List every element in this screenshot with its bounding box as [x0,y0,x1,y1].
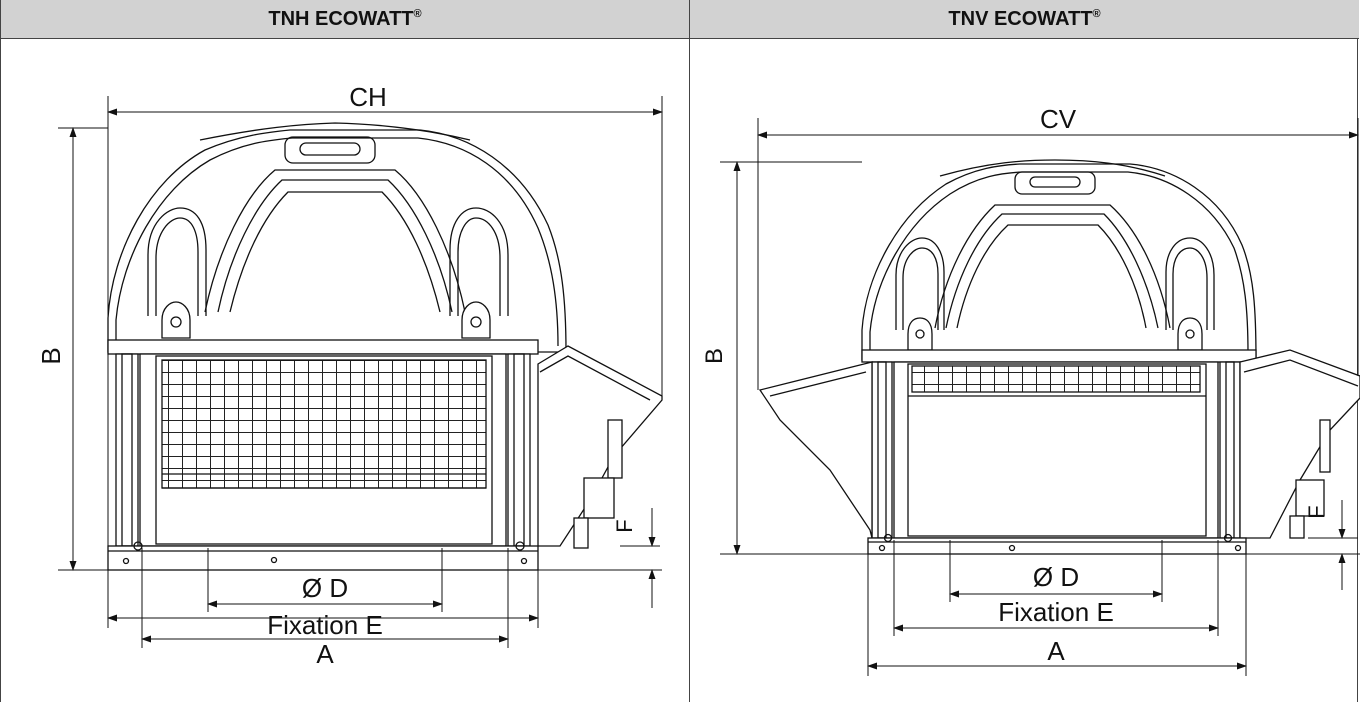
tnv-left-outlet [758,361,873,539]
tnv-dimensions [720,118,1360,676]
tnh-label-b: B [36,347,66,364]
tnv-label-cv: CV [1040,104,1077,134]
tnh-label-diameter: Ø D [302,573,348,603]
column-divider [689,0,690,702]
table-header-row: TNH ECOWATT® TNV ECOWATT® [1,0,1359,39]
tnh-label-a: A [316,639,334,669]
tnv-label-fixation: Fixation E [998,597,1114,627]
tnv-base-plate [867,537,1247,555]
tnv-label-diameter: Ø D [1033,562,1079,592]
tnh-column-title: TNH ECOWATT® [268,8,422,30]
tnh-dimensions [58,96,663,648]
tnh-dimension-labels: CH B Ø D Fixation E A F [36,82,637,669]
tnv-dimension-labels: CV B Ø D Fixation E A F [701,104,1329,666]
tnv-label-a: A [1047,636,1065,666]
tnh-label-fixation: Fixation E [267,610,383,640]
tnh-fan-drawing [107,122,663,571]
technical-drawings: CH B Ø D Fixation E A F [36,82,1360,676]
tnv-label-f: F [1304,505,1329,518]
tnh-base-plate [107,545,539,571]
tnv-column-title: TNV ECOWATT® [948,8,1101,30]
tnv-label-b: B [701,348,728,364]
tnh-label-f: F [612,519,637,532]
tnh-label-ch: CH [349,82,387,112]
tnv-fan-drawing [758,159,1360,555]
